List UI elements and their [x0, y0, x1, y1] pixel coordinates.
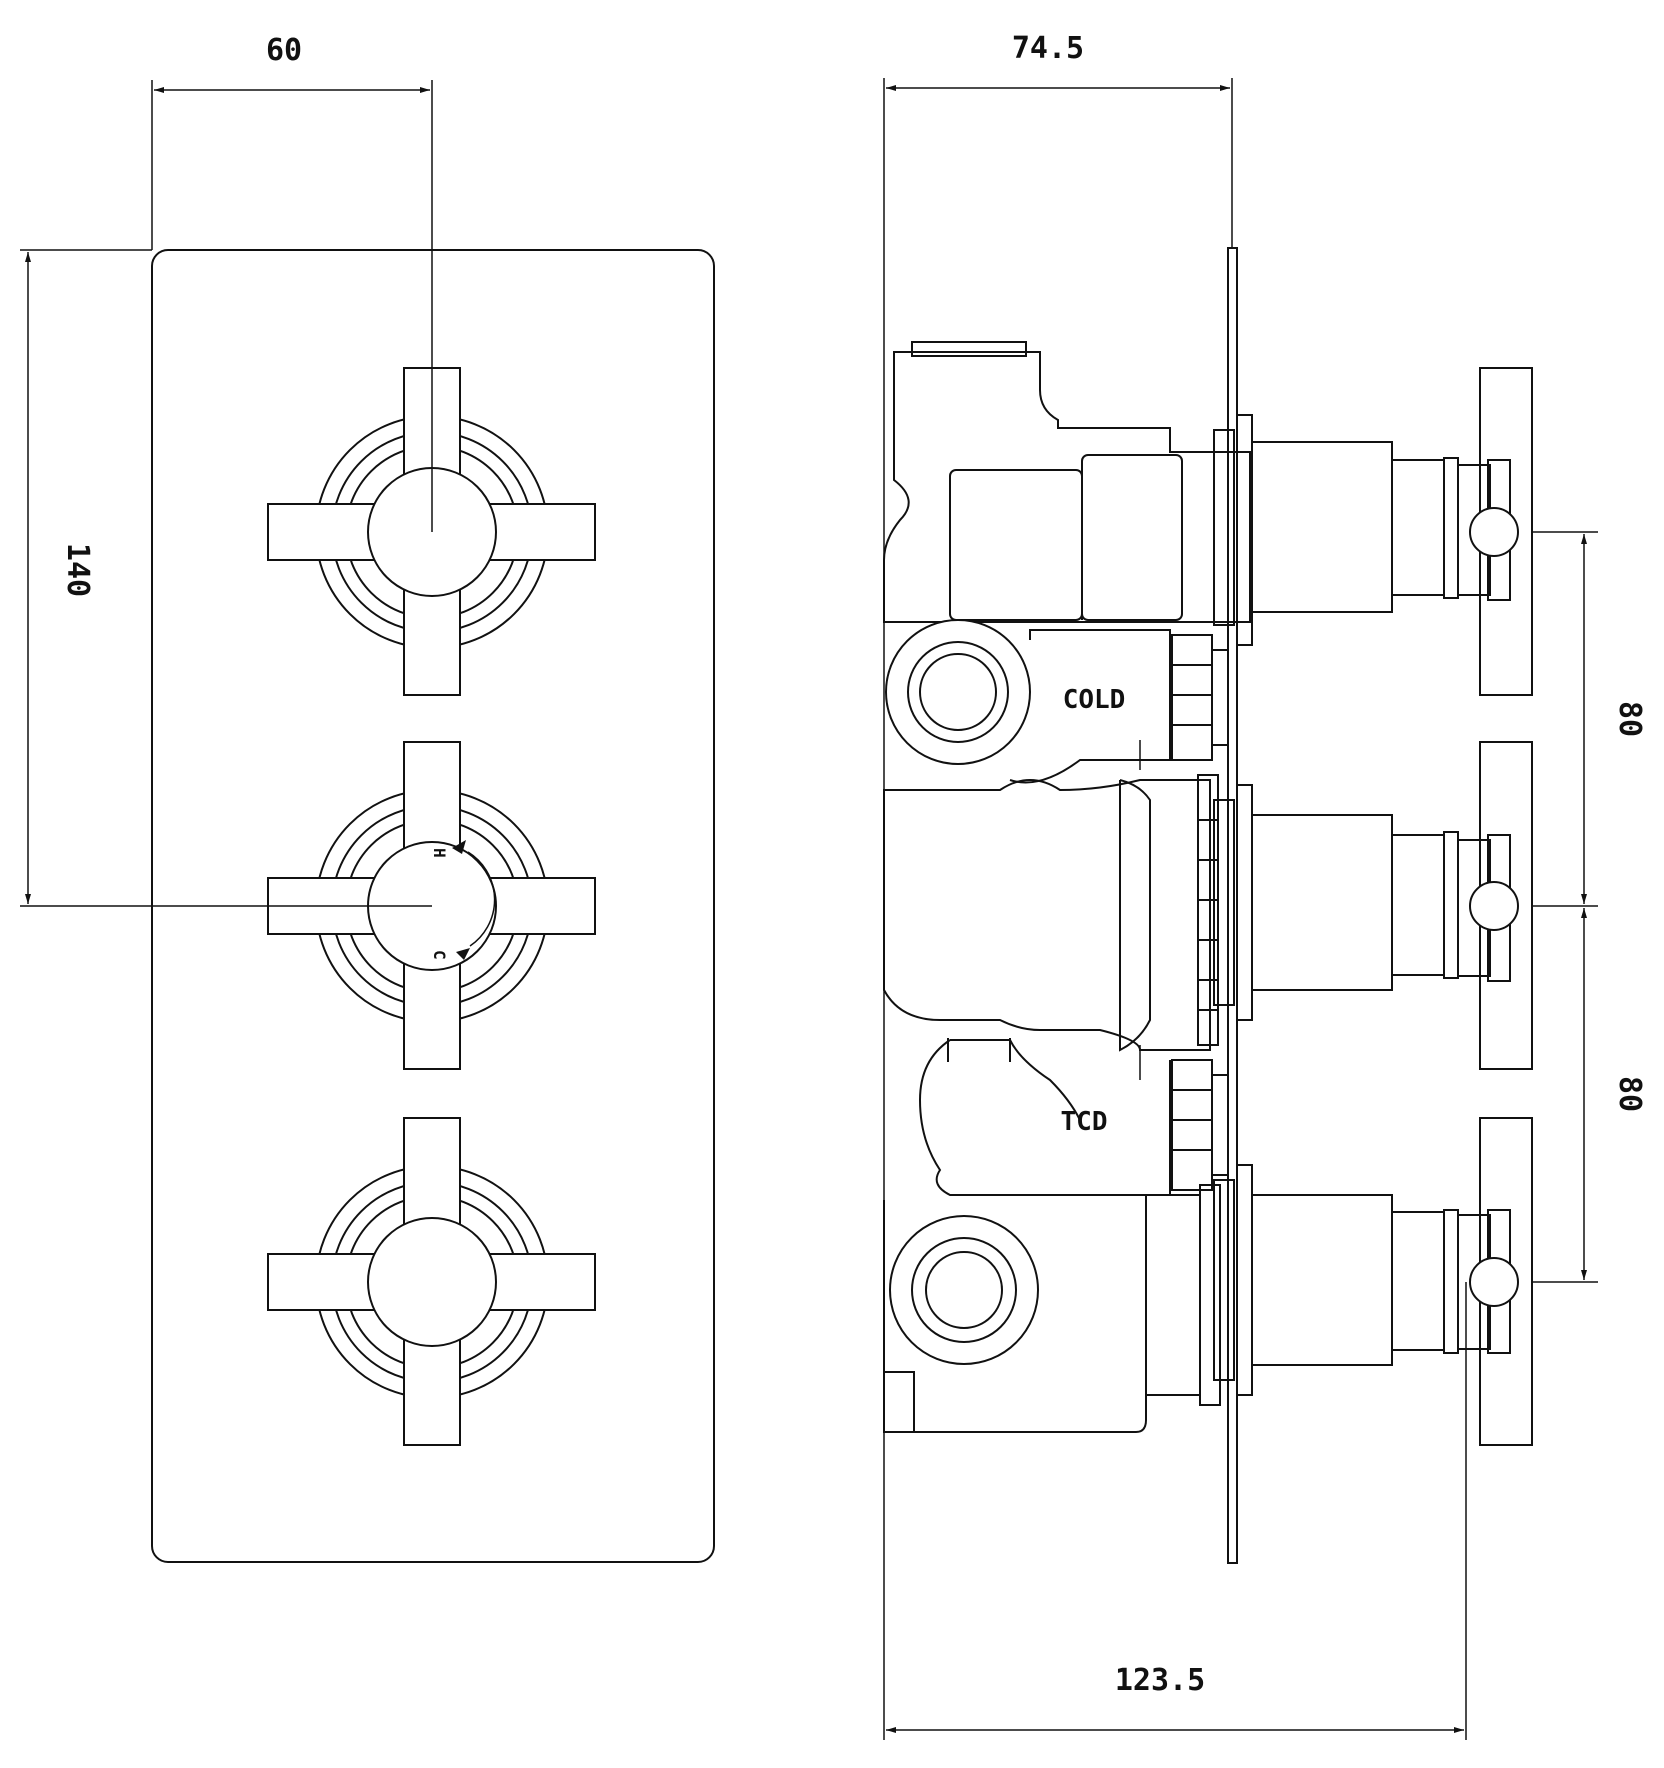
side-handle-top — [1213, 367, 1533, 696]
dimension-spacing-upper-label: 80 — [1612, 701, 1647, 737]
handle-bottom — [267, 1117, 596, 1446]
dimension-handle-spacing: 80 80 — [1532, 531, 1647, 1283]
dimension-width: 60 — [151, 33, 433, 532]
dimension-total-depth: 123.5 — [886, 1282, 1467, 1740]
hot-mark: H — [430, 848, 449, 858]
dimension-plate-depth: 74.5 — [883, 31, 1233, 1740]
side-view: COLD TCD — [883, 31, 1647, 1740]
cold-mark: C — [430, 950, 449, 960]
thermostatic-body — [883, 774, 1219, 1052]
side-handle-middle — [1213, 741, 1533, 1070]
dimension-spacing-lower-label: 80 — [1612, 1076, 1647, 1112]
dimension-total-depth-label: 123.5 — [1115, 1663, 1205, 1698]
side-handle-bottom — [1213, 1117, 1533, 1446]
dimension-plate-depth-label: 74.5 — [1012, 31, 1084, 66]
tcd-section: TCD — [918, 1038, 1228, 1196]
side-cover-plate — [1227, 247, 1238, 1564]
dimension-height-label: 140 — [60, 543, 95, 597]
valve-body-top — [883, 351, 1251, 623]
tcd-label: TCD — [1061, 1107, 1108, 1137]
cold-inlet: COLD — [885, 619, 1228, 784]
dimension-height: 140 — [20, 249, 432, 907]
dimension-width-label: 60 — [266, 33, 302, 68]
cold-label: COLD — [1063, 685, 1126, 715]
outlet-bottom — [883, 1184, 1221, 1433]
front-view: H C 60 140 — [20, 33, 715, 1563]
